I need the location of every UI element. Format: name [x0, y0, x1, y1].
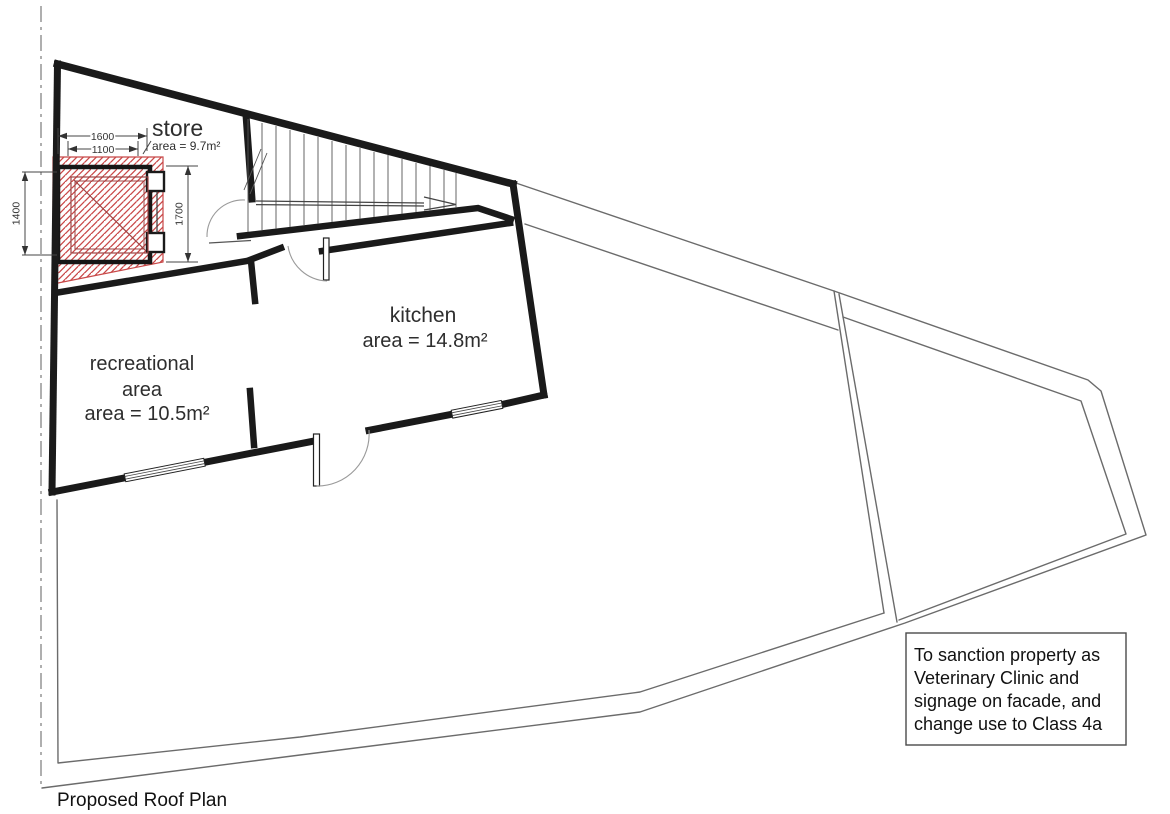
wall-left [48, 60, 62, 496]
recreational-area-label: area = 10.5m² [84, 403, 209, 425]
roof-band-lower-line [524, 223, 839, 331]
roof-divider-line-left [833, 290, 885, 614]
kitchen-label: kitchen [390, 304, 457, 327]
kitchen-door-leaf [322, 237, 330, 281]
dimension-1600: 1600 [57, 128, 148, 154]
roof-pentagon-inner [842, 316, 1127, 621]
lift-car-diagonal [73, 179, 147, 252]
stair-handrail [255, 196, 457, 211]
stair-break-marks [243, 148, 268, 195]
wall-right [509, 180, 548, 399]
lift-door-jamb-top [145, 170, 166, 193]
stairs [243, 119, 457, 232]
roof-divider-line-right [838, 293, 898, 623]
dimensions: 1600 1100 1700 1400 [9, 128, 198, 263]
exterior-door-leaf [312, 433, 321, 487]
wall-divider-stub-upper [247, 257, 259, 305]
wall-stair-base [236, 204, 516, 240]
wall-mid [51, 243, 286, 297]
wall-bottom-segment-1 [47, 473, 130, 497]
wall-bottom-segment-3 [364, 410, 457, 435]
note-box-border [905, 632, 1127, 746]
note-box: To sanction property as Veterinary Clini… [905, 632, 1127, 746]
dimension-1700: 1700 [166, 165, 198, 263]
note-line-4: change use to Class 4a [914, 714, 1103, 734]
dimension-1100: 1100 [67, 141, 139, 158]
dimension-1600-label: 1600 [91, 131, 115, 143]
dimension-1100-label: 1100 [92, 144, 115, 156]
wall-store-stair [242, 111, 256, 203]
wall-bottom-segment-2 [201, 437, 318, 467]
stair-treads [247, 119, 457, 232]
drawing-title: Proposed Roof Plan [57, 790, 227, 811]
doors [206, 199, 370, 487]
lift-car-outline-outer [70, 176, 149, 254]
note-line-2: Veterinary Clinic and [914, 668, 1079, 688]
stair-hall-door-swing-arc [206, 199, 246, 238]
note-line-3: signage on facade, and [914, 691, 1101, 711]
lift-door-jamb-bottom [145, 231, 166, 254]
site-outline-outer [41, 181, 1147, 789]
room-labels: store area = 9.7m² kitchen area = 14.8m²… [84, 115, 487, 425]
site-outline [41, 181, 1147, 789]
dimension-1700-label: 1700 [174, 202, 186, 226]
lift-shaft [52, 156, 166, 285]
dimension-1400-label: 1400 [11, 202, 23, 226]
window-kitchen [450, 399, 504, 419]
store-area-label: area = 9.7m² [152, 139, 220, 153]
kitchen-area-label: area = 14.8m² [362, 330, 487, 352]
recreational-label-line1: recreational [90, 353, 195, 375]
wall-divider-stub-lower [246, 387, 258, 449]
dimension-1400: 1400 [9, 171, 57, 256]
wall-bottom-segment-4 [498, 390, 549, 409]
wall-top [52, 59, 518, 189]
store-label: store [152, 115, 203, 141]
lift-car-outline-inner [74, 180, 145, 250]
note-line-1: To sanction property as [914, 645, 1100, 665]
site-outline-inner [56, 499, 885, 764]
windows [123, 399, 504, 483]
window-recreational [123, 457, 206, 483]
wall-kitchen-top [318, 219, 514, 255]
building-walls [47, 59, 549, 497]
store-leader-line [142, 140, 152, 155]
stair-hall-door-threshold [208, 239, 252, 244]
exterior-door-swing-arc [316, 429, 370, 487]
recreational-label-line2: area [122, 379, 163, 401]
kitchen-door-swing-arc [287, 245, 328, 282]
